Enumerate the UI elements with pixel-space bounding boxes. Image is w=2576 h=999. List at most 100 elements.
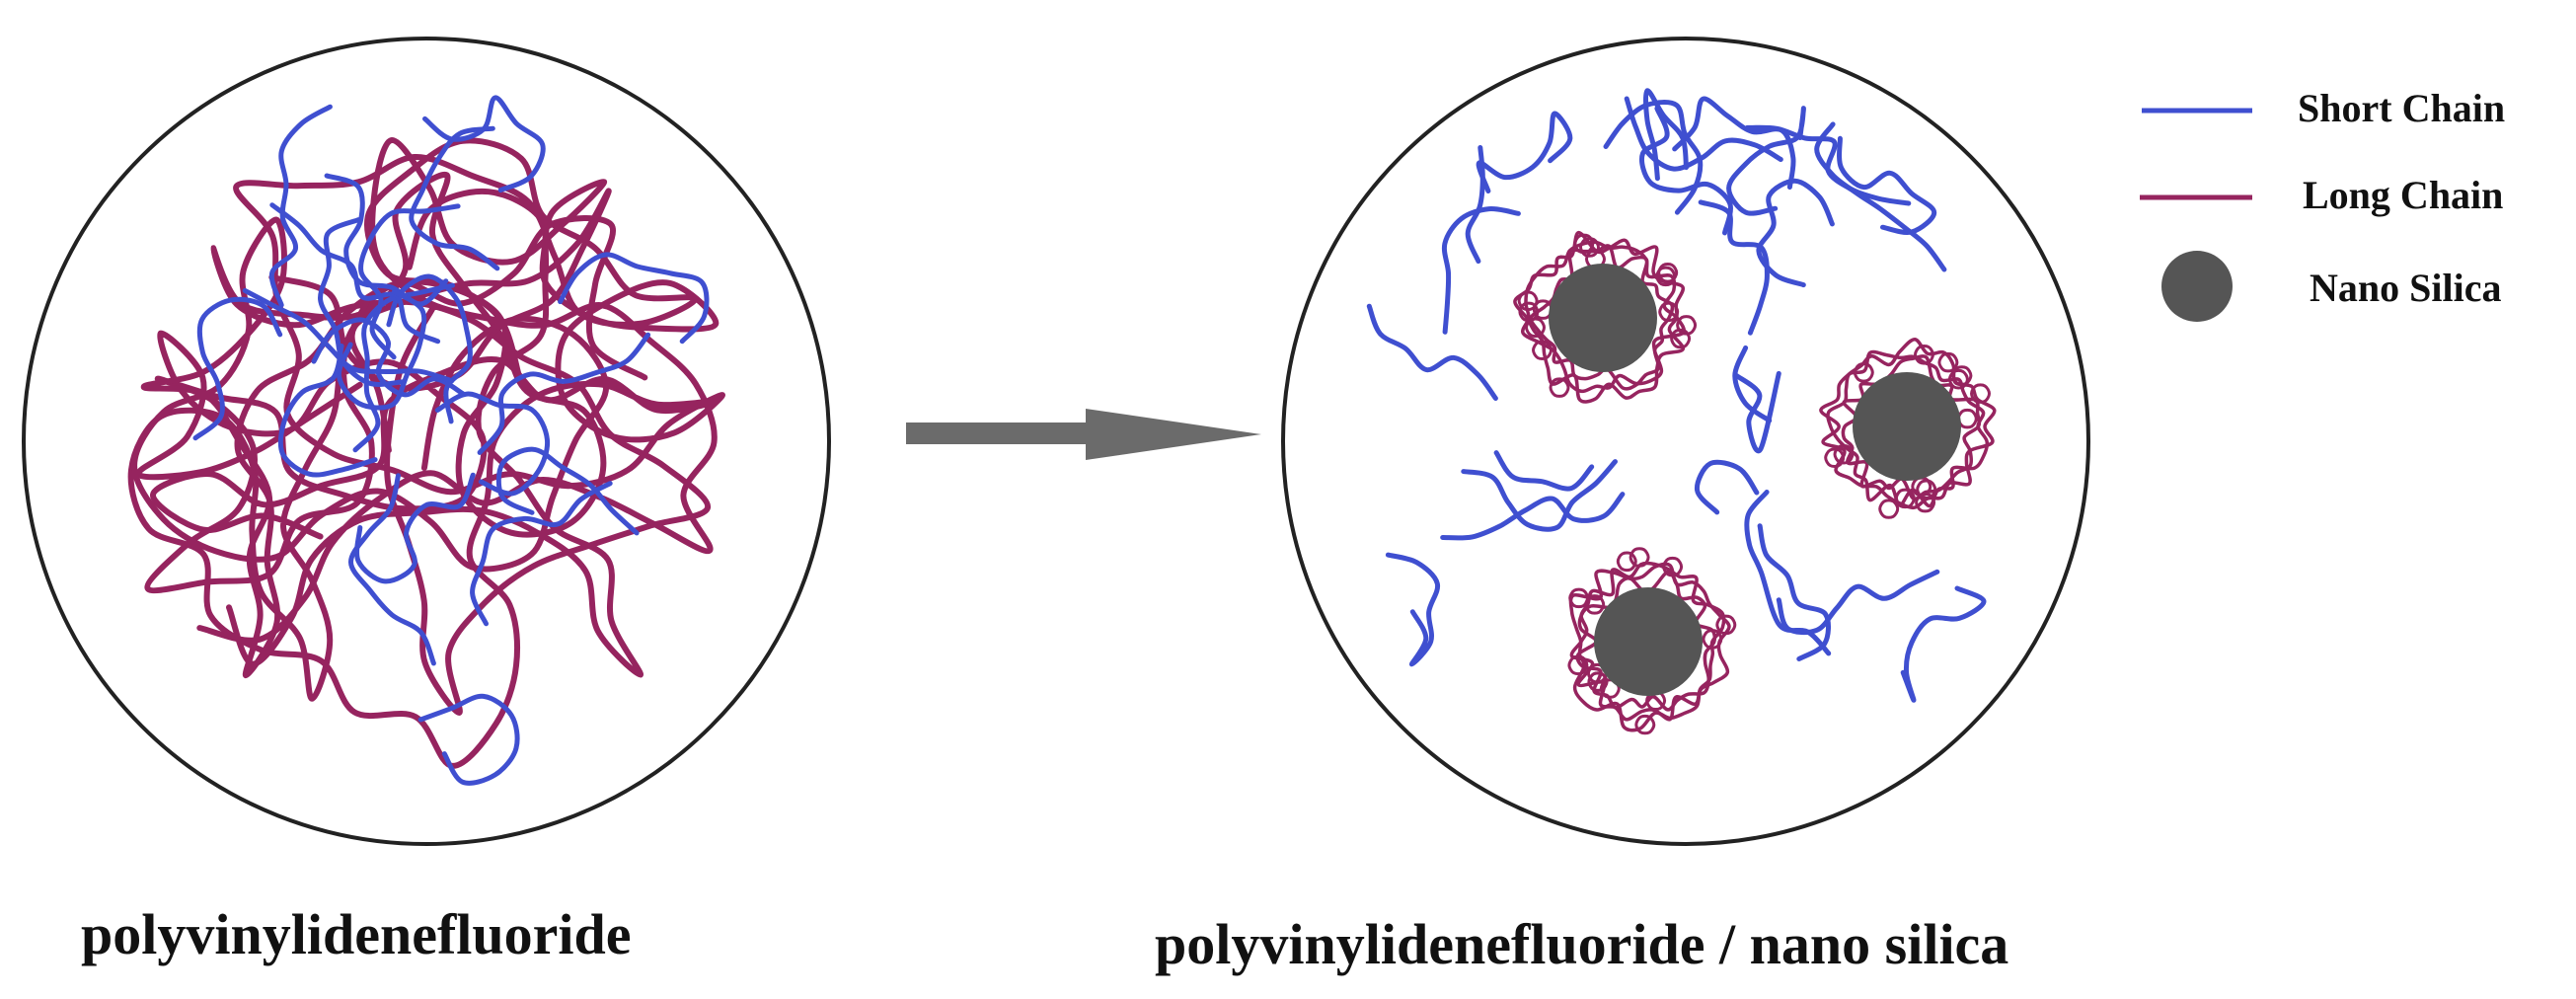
chain-loop [1655, 266, 1677, 287]
short-chain [1734, 370, 1781, 454]
chain-loop [1894, 488, 1916, 509]
chain-loop [1670, 328, 1692, 349]
wrapping-long-chain [1513, 230, 1686, 404]
short-chain [192, 296, 283, 441]
short-chain [1465, 145, 1485, 265]
short-chain [1757, 523, 1831, 661]
long-chain [210, 171, 711, 717]
silica-wrapping-long-chains [1513, 230, 1997, 735]
short-chain [1776, 569, 1940, 636]
short-chain [434, 391, 551, 497]
chain-loop [1658, 301, 1680, 323]
short-chain [1624, 96, 1783, 172]
short-chain [1672, 96, 1796, 191]
short-chain [352, 282, 455, 453]
chain-loop [1915, 492, 1936, 513]
chain-loop [1525, 317, 1546, 339]
chain-loop [1853, 362, 1874, 383]
short-chain [336, 289, 427, 411]
pvdf-silica-circle [1281, 37, 2090, 846]
short-chain [1639, 106, 1733, 236]
chain-loop [1549, 377, 1570, 398]
arrow-head [1086, 409, 1261, 460]
pvdf-silica-caption: polyvinylidenefluoride / nano silica [1155, 912, 2009, 976]
legend-short-chain-label: Short Chain [2298, 86, 2506, 130]
legend-nano-silica-label: Nano Silica [2310, 266, 2502, 310]
legend [2140, 108, 2252, 322]
nano-silica-particle [1549, 264, 1657, 372]
short-chain [1732, 345, 1773, 423]
chain-loop [1662, 556, 1684, 577]
short-chain [1441, 206, 1521, 335]
chain-loop [1947, 368, 1969, 390]
short-chain [1476, 111, 1573, 193]
short-chain [1440, 492, 1626, 541]
short-chain [354, 472, 476, 584]
chain-loop [1567, 654, 1589, 676]
short-chain [1366, 303, 1498, 401]
short-chain [1900, 585, 1987, 703]
chain-loop [1634, 714, 1656, 735]
short-chain [268, 104, 333, 308]
short-chain [409, 125, 500, 271]
transition-arrow [906, 409, 1261, 460]
short-chain [1698, 199, 1770, 336]
chain-loop [1970, 383, 1991, 404]
chain-loop [1568, 587, 1590, 609]
short-chain [422, 95, 546, 193]
short-chain [417, 693, 520, 786]
legend-long-chain-label: Long Chain [2303, 173, 2504, 217]
chain-loop [1937, 351, 1959, 373]
pvdf-silica-panel [1281, 37, 2090, 846]
chain-loop [1573, 233, 1595, 255]
short-chain [558, 252, 710, 345]
nano-silica-particle [1853, 372, 1961, 481]
chain-loop [1518, 301, 1540, 323]
short-chain [1744, 124, 1912, 206]
short-chain [1837, 135, 1937, 235]
pvdf-short-chains [192, 95, 710, 786]
chain-loop [1587, 671, 1609, 692]
short-chain [1642, 88, 1689, 182]
short-chain [348, 473, 436, 666]
arrow-shaft [906, 423, 1099, 444]
short-chain [1603, 100, 1704, 215]
pvdf-silica-short-chains [1366, 88, 1987, 703]
short-chain [1695, 459, 1760, 515]
chain-loop [1657, 263, 1679, 283]
short-chain [477, 332, 651, 455]
nano-silica-particles [1549, 264, 1961, 696]
chain-loop [1702, 629, 1723, 650]
chain-loop [1629, 547, 1650, 568]
short-chain [311, 317, 467, 398]
short-chain [358, 203, 461, 360]
chain-loop [1914, 345, 1934, 365]
chain-loop [1579, 237, 1600, 258]
short-chain [269, 202, 441, 345]
short-chain [470, 481, 613, 627]
wrapping-long-chain [1826, 349, 1990, 508]
chain-loop [1517, 290, 1539, 312]
chain-loop [1715, 614, 1737, 636]
chain-loop [1824, 447, 1846, 468]
chain-loop [1878, 499, 1900, 519]
chain-loop [1532, 299, 1553, 320]
chain-loop [1833, 444, 1855, 465]
long-chain [233, 137, 726, 496]
pvdf-caption: polyvinylidenefluoride [81, 902, 632, 966]
short-chain [1461, 459, 1618, 532]
chain-loop [1532, 340, 1553, 360]
short-chain [1814, 121, 1947, 272]
chain-loop [1676, 315, 1698, 336]
pvdf-panel [22, 37, 831, 846]
long-chain [127, 296, 721, 769]
short-chain [386, 273, 473, 424]
short-chain [1385, 552, 1441, 667]
short-chain [495, 446, 640, 536]
short-chain [1493, 450, 1595, 492]
short-chain [1726, 106, 1806, 216]
legend-nano-silica-dot [2161, 251, 2233, 322]
short-chain [277, 344, 378, 478]
wrapping-long-chain [1568, 562, 1731, 732]
